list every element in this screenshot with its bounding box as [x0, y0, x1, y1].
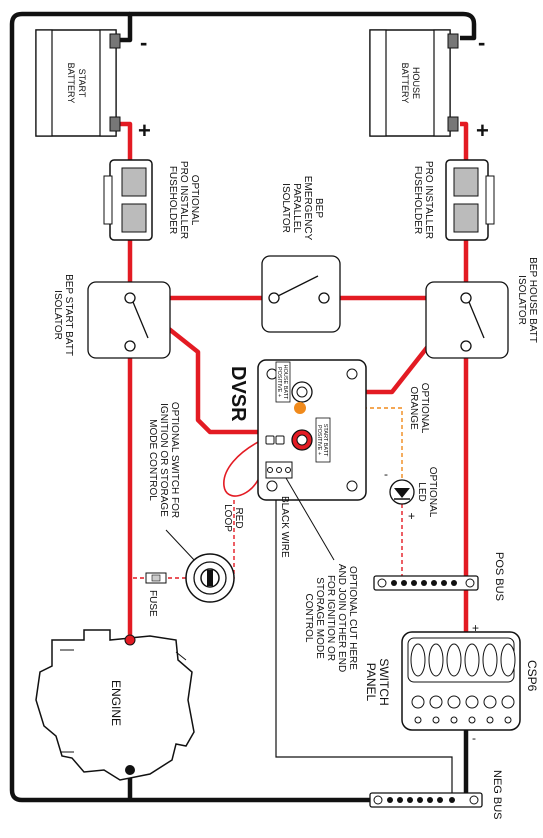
panel-plus: +	[472, 621, 479, 635]
neg-bus-label: NEG BUS	[491, 770, 503, 820]
house-battery-plus: +	[476, 118, 489, 143]
black-wire-label: BLACK WIRE	[279, 496, 290, 558]
red-loop-label: REDLOOP	[222, 504, 244, 532]
panel-minus: -	[472, 731, 476, 745]
dvsr-unit	[257, 359, 367, 501]
start-isolator-label: BEP START BATTISOLATOR	[52, 274, 74, 356]
start-batt-isolator	[87, 281, 171, 359]
house-battery-minus: -	[478, 30, 485, 55]
dvsr-label: DVSR	[227, 366, 249, 422]
house-batt-positive-label: HOUSE BATTPOSITIVE +	[276, 365, 288, 400]
neg-bus	[369, 792, 483, 808]
inline-fuse	[145, 572, 167, 584]
ignition-switch	[185, 553, 235, 603]
led-plus: +	[408, 509, 415, 523]
start-battery-plus: +	[138, 118, 151, 143]
fuse-label: FUSE	[147, 590, 158, 617]
optional-cut-label: OPTIONAL CUT HEREAND JOIN OTHER ENDFOR I…	[303, 564, 358, 672]
led-wiring-dashed	[300, 407, 403, 478]
emergency-parallel-isolator	[261, 255, 341, 333]
start-batt-positive-label: START BATTPOSITIVE +	[316, 424, 328, 457]
switch-panel-label: SWITCHPANEL	[364, 658, 391, 705]
house-battery-label: HOUSEBATTERY	[400, 63, 421, 104]
optional-led	[389, 479, 415, 505]
optional-orange-label: OPTIONALORANGE	[408, 383, 430, 434]
emergency-isolator-label: BEPEMERGENCYPARALLELISOLATOR	[280, 176, 324, 241]
house-batt-isolator	[425, 281, 509, 359]
dvsr-led-indicator	[294, 402, 306, 414]
switch-leader-line	[165, 529, 197, 563]
led-minus: -	[384, 467, 388, 481]
house-isolator-label: BEP HOUSE BATTISOLATOR	[516, 257, 538, 343]
optional-led-label: OPTIONALLED	[416, 467, 438, 518]
house-fuseholder	[445, 159, 495, 241]
start-fuseholder	[103, 159, 153, 241]
optional-switch-label: OPTIONAL SWITCH FORIGNITION OR STORAGEMO…	[147, 402, 180, 518]
engine-label: ENGINE	[109, 680, 123, 726]
start-battery: STARTBATTERY	[35, 29, 121, 137]
cut-leader-line	[285, 477, 335, 561]
pos-bus-label: POS BUS	[493, 552, 505, 601]
house-battery: HOUSEBATTERY	[369, 29, 459, 137]
csp6-label: CSP6	[525, 660, 539, 692]
start-battery-minus: -	[140, 30, 147, 55]
pos-bus	[373, 575, 479, 591]
black-control-wire	[275, 480, 453, 800]
start-fuseholder-label: OPTIONALPRO INSTALLERFUSEHOLDER	[167, 161, 200, 239]
house-fuseholder-label: PRO INSTALLERFUSEHOLDER	[412, 161, 434, 239]
start-battery-label: STARTBATTERY	[66, 63, 87, 104]
engine	[35, 629, 195, 781]
csp6-switch-panel	[401, 631, 521, 731]
